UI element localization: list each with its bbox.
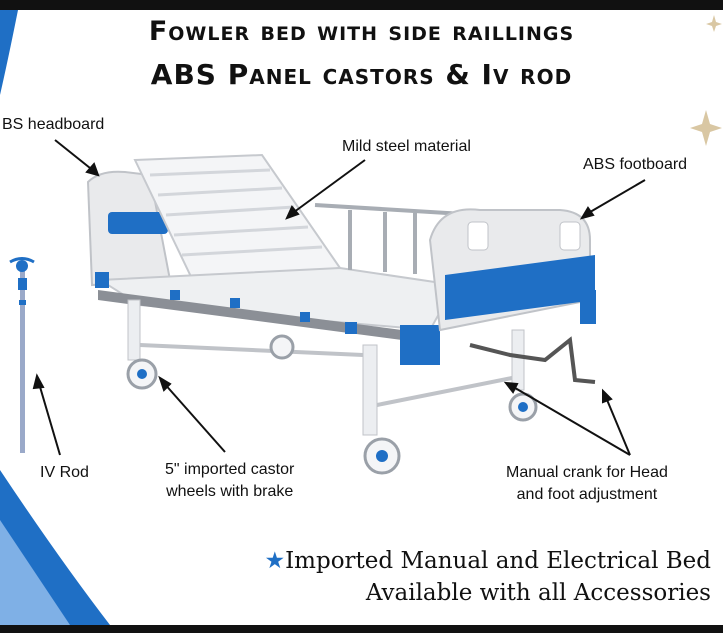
arrow-headboard [54, 139, 96, 173]
label-castor: 5" imported castor wheels with brake [165, 461, 295, 500]
label-headboard: BS headboard [2, 116, 105, 133]
iv-rod-graphic [9, 257, 35, 453]
bottom-border [0, 625, 723, 633]
promo-line-1: ★Imported Manual and Electrical Bed [264, 548, 711, 574]
promo-line-2: Available with all Accessories [365, 580, 711, 606]
top-border [0, 0, 723, 10]
label-footboard: ABS footboard [583, 156, 688, 173]
arrow-footboard [584, 179, 646, 216]
label-crank: Manual crank for Head and foot adjustmen… [506, 464, 668, 503]
decor-swoosh-bottom-light [0, 520, 70, 625]
arrow-crank-2 [604, 394, 631, 456]
decor-swoosh-top [0, 10, 18, 95]
arrow-steel [289, 159, 366, 216]
bed-graphic [86, 153, 596, 475]
title-line-2: ABS Panel castors & Iv rod [150, 58, 573, 91]
arrow-castor [162, 381, 226, 453]
title-line-1: Fowler bed with side raillings [148, 16, 575, 47]
label-mild-steel: Mild steel material [342, 138, 471, 155]
sparkle-icon [690, 110, 722, 146]
arrow-iv-rod [37, 379, 61, 456]
arrow-crank-1 [509, 384, 631, 456]
castor-wheels [126, 334, 538, 475]
star-icon: ★ [264, 548, 286, 574]
promo-text-1: Imported Manual and Electrical Bed [285, 548, 711, 574]
label-iv-rod: IV Rod [40, 464, 89, 481]
